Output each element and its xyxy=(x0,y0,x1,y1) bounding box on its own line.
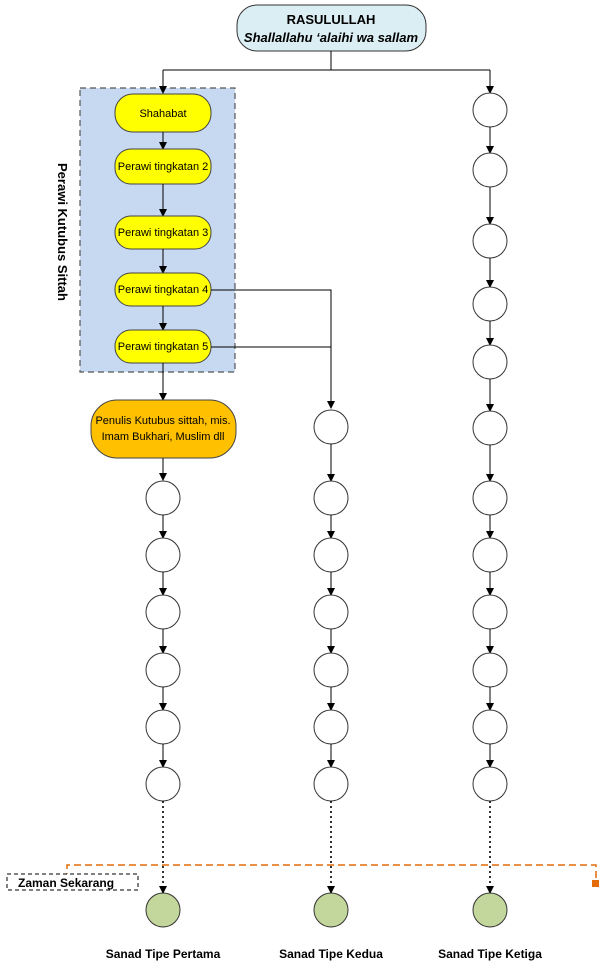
col3-node-5 xyxy=(472,344,508,380)
writer-node-line2: Imam Bukhari, Muslim dll xyxy=(102,431,225,443)
chain-node-2-label: Perawi tingkatan 2 xyxy=(118,161,209,173)
col2-node-5 xyxy=(313,652,349,688)
chain-node-1: Shahabat xyxy=(114,93,212,133)
chain-node-1-label: Shahabat xyxy=(139,108,186,120)
col3-node-3 xyxy=(472,223,508,259)
col3-node-2 xyxy=(472,152,508,188)
col1-present-node xyxy=(145,892,181,928)
writer-node-line1: Penulis Kutubus sittah, mis. xyxy=(95,415,230,427)
col1-node-6 xyxy=(145,766,181,802)
chain-node-5-label: Perawi tingkatan 5 xyxy=(118,341,209,353)
col3-node-12 xyxy=(472,766,508,802)
present-label-box xyxy=(6,873,139,891)
root-title: RASULULLAH xyxy=(287,12,376,27)
col2-node-3 xyxy=(313,537,349,573)
col3-node-1 xyxy=(472,92,508,128)
column-label-3: Sanad Tipe Ketiga xyxy=(438,947,542,961)
col1-node-2 xyxy=(145,537,181,573)
col2-present-node xyxy=(313,892,349,928)
sanad-circles xyxy=(145,92,508,928)
present-line-end-marker xyxy=(592,880,599,887)
col3-node-11 xyxy=(472,709,508,745)
present-label: Zaman Sekarang xyxy=(18,876,114,890)
col2-node-7 xyxy=(313,766,349,802)
col3-node-6 xyxy=(472,410,508,446)
group-label: Perawi Kutubus Sittah xyxy=(55,163,70,301)
col2-node-4 xyxy=(313,594,349,630)
col3-node-10 xyxy=(472,652,508,688)
chain-node-5: Perawi tingkatan 5 xyxy=(114,329,212,364)
column-label-1: Sanad Tipe Pertama xyxy=(106,947,221,961)
col3-node-4 xyxy=(472,286,508,322)
col2-node-6 xyxy=(313,709,349,745)
col2-node-1 xyxy=(313,409,349,445)
col3-node-7 xyxy=(472,480,508,516)
chain-node-2: Perawi tingkatan 2 xyxy=(114,148,212,185)
chain-node-3: Perawi tingkatan 3 xyxy=(114,215,212,250)
column-label-2: Sanad Tipe Kedua xyxy=(279,947,383,961)
col3-node-8 xyxy=(472,537,508,573)
col1-node-5 xyxy=(145,709,181,745)
col3-present-node xyxy=(472,892,508,928)
present-line xyxy=(66,864,597,885)
chain-node-4: Perawi tingkatan 4 xyxy=(114,272,212,307)
col1-node-3 xyxy=(145,594,181,630)
root-subtitle: Shallallahu ‘alaihi wa sallam xyxy=(244,30,419,45)
writer-node: Penulis Kutubus sittah, mis. Imam Bukhar… xyxy=(90,399,237,459)
chain-node-4-label: Perawi tingkatan 4 xyxy=(118,284,209,296)
col3-node-9 xyxy=(472,594,508,630)
col2-node-2 xyxy=(313,480,349,516)
col1-node-4 xyxy=(145,652,181,688)
col1-node-1 xyxy=(145,480,181,516)
chain-node-3-label: Perawi tingkatan 3 xyxy=(118,227,209,239)
